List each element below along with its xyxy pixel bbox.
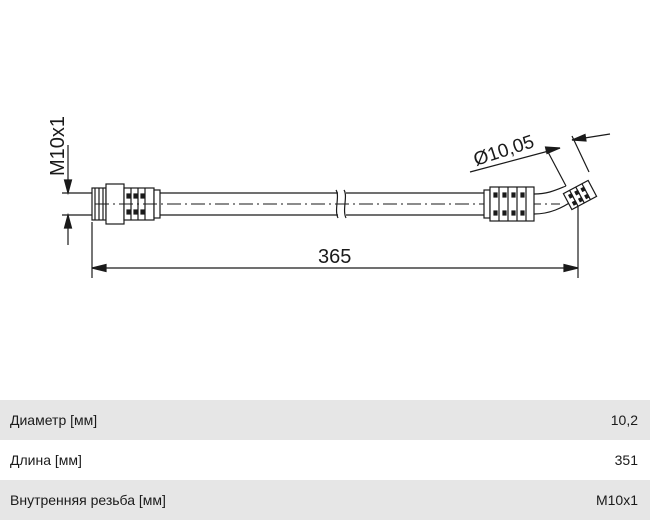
length-dimension <box>91 206 579 278</box>
length-label: 365 <box>318 246 351 268</box>
thread-dimension <box>62 145 92 245</box>
hose-technical-drawing: M10x1 365 Ø10,05 <box>47 116 611 278</box>
spec-value: M10x1 <box>595 492 638 508</box>
diameter-dimension <box>469 133 611 187</box>
spec-row-length: Длина [мм] 351 <box>0 440 650 480</box>
hose-body <box>160 189 484 219</box>
right-fitting <box>483 179 598 222</box>
thread-label: M10x1 <box>47 116 69 176</box>
spec-label: Внутренняя резьба [мм] <box>10 492 166 508</box>
spec-table: Диаметр [мм] 10,2 Длина [мм] 351 Внутрен… <box>0 400 650 520</box>
spec-row-thread: Внутренняя резьба [мм] M10x1 <box>0 480 650 520</box>
spec-row-diameter: Диаметр [мм] 10,2 <box>0 400 650 440</box>
diameter-label: Ø10,05 <box>471 132 537 171</box>
spec-value: 351 <box>614 452 638 468</box>
spec-label: Диаметр [мм] <box>10 412 98 428</box>
spec-value: 10,2 <box>610 412 638 428</box>
spec-label: Длина [мм] <box>10 452 82 468</box>
